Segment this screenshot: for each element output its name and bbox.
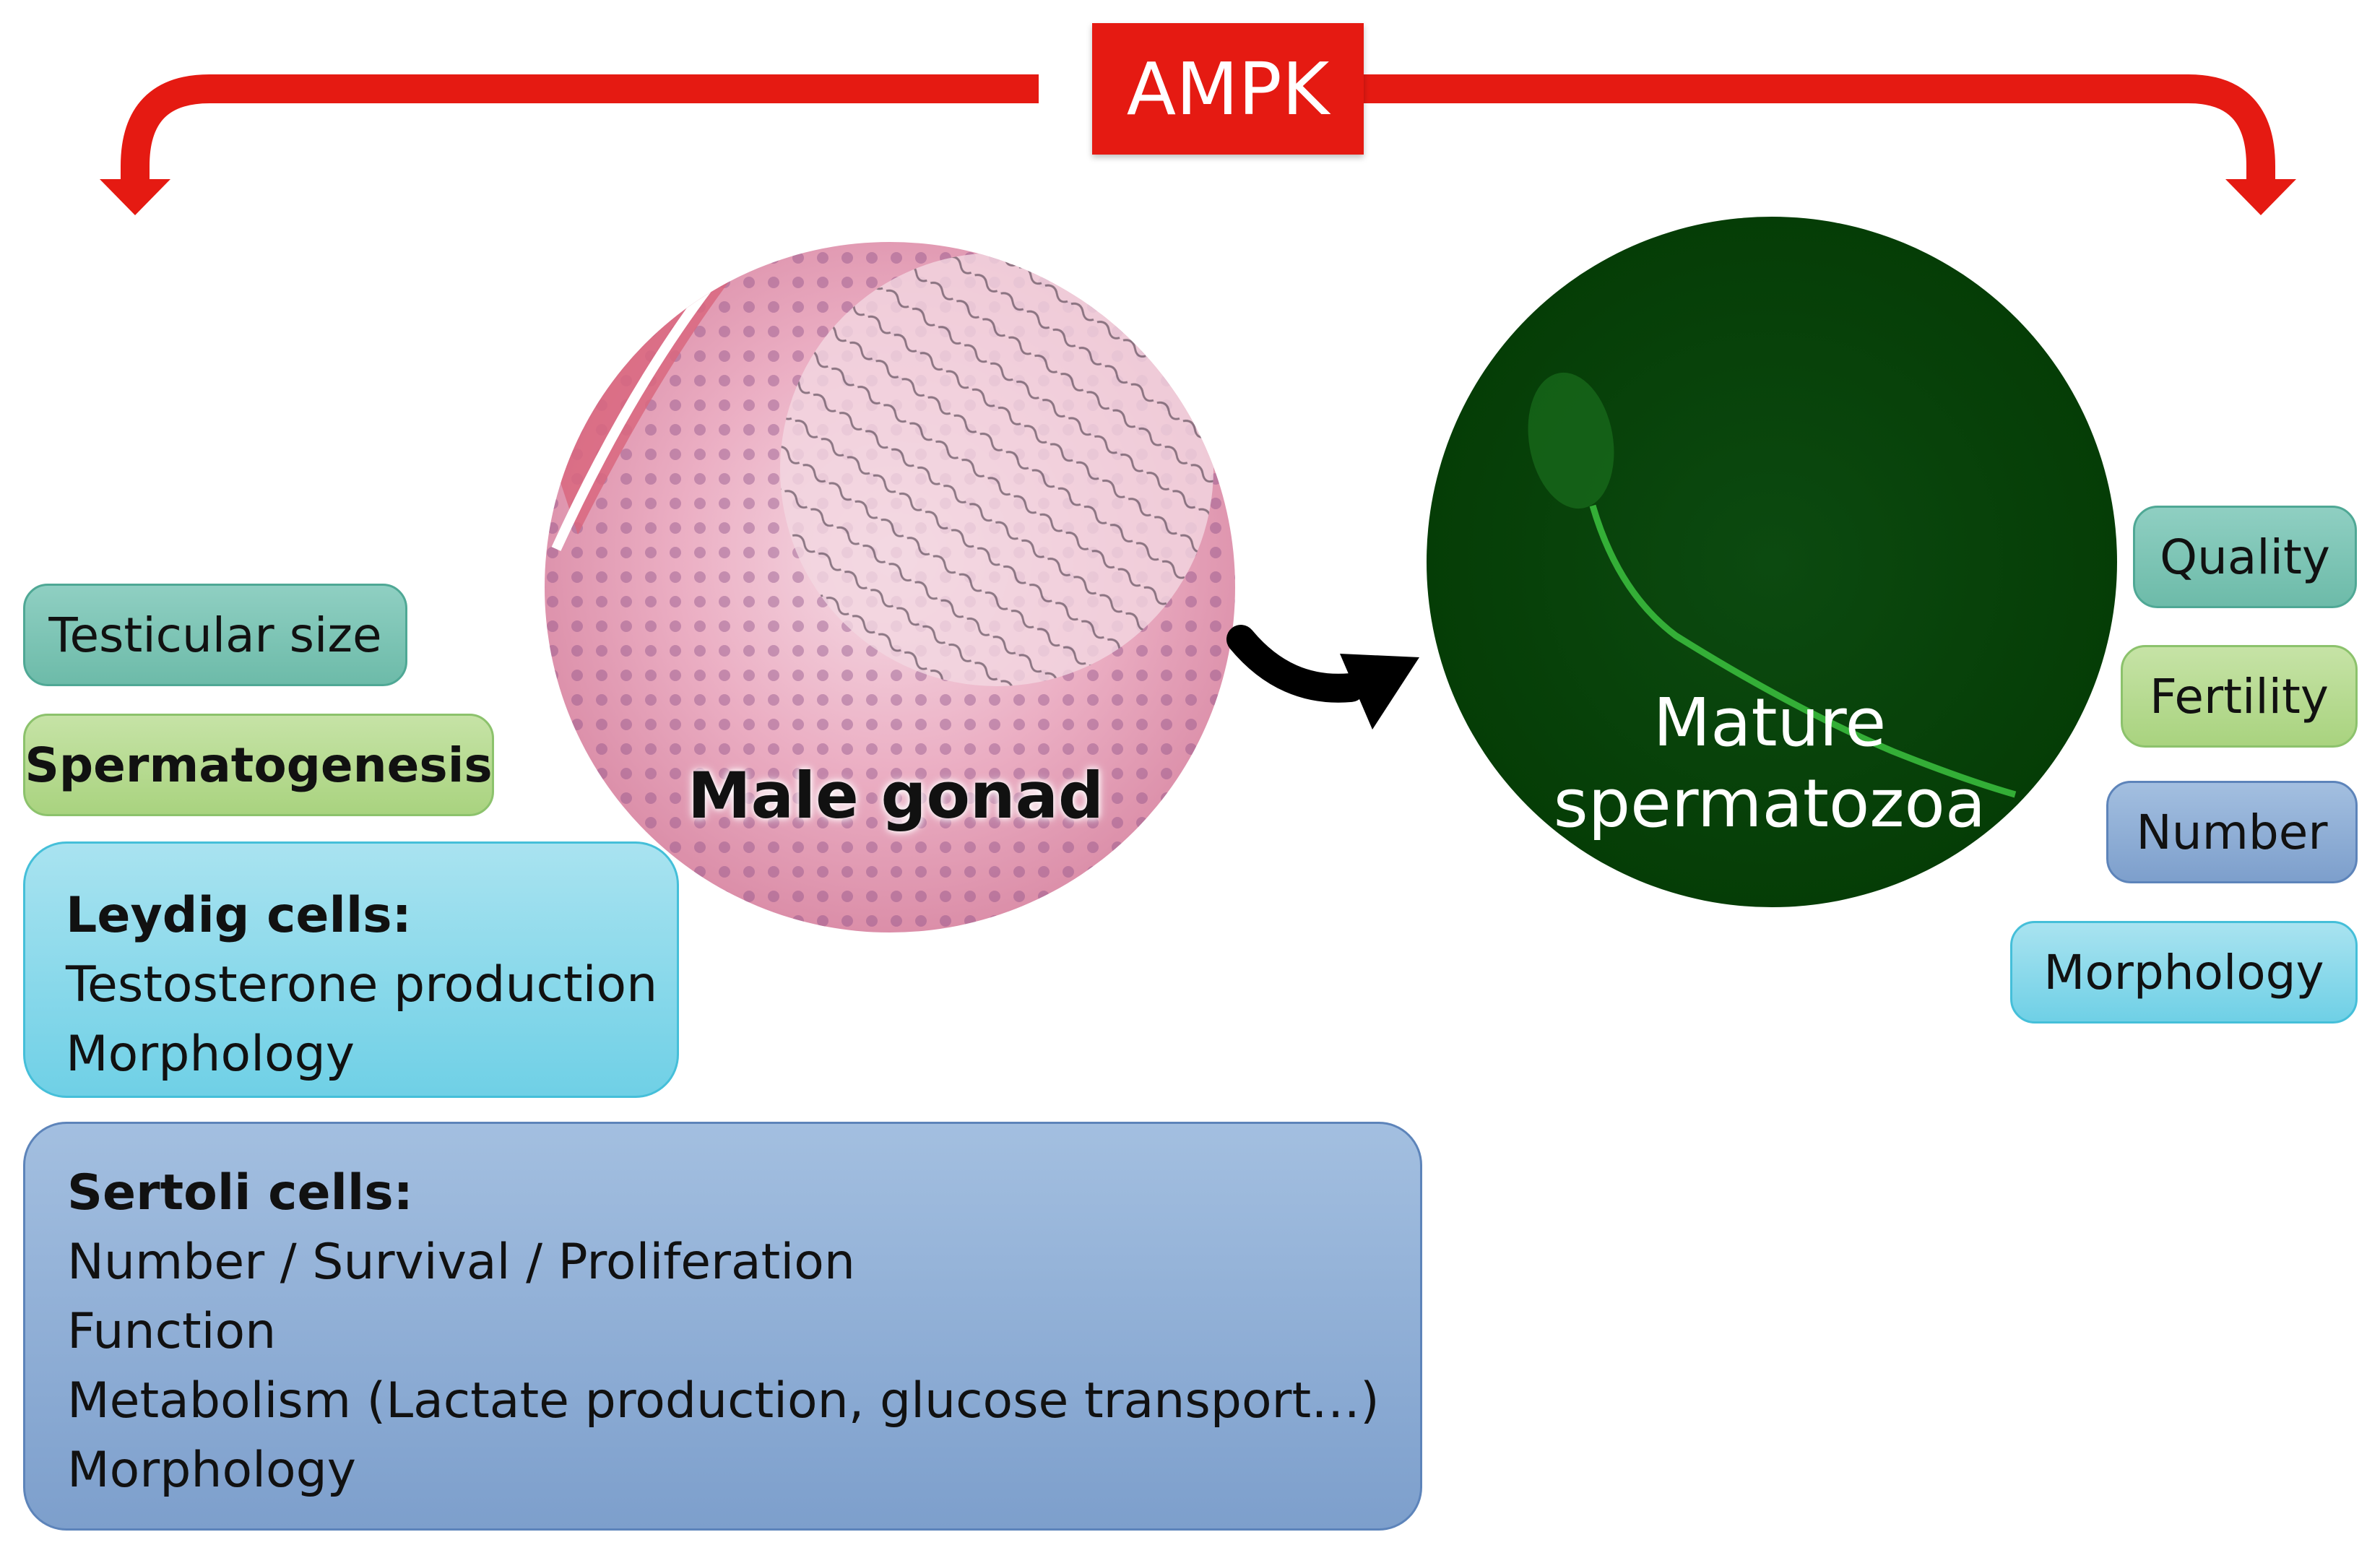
morphology-label: Morphology	[2043, 944, 2324, 1000]
quality-box: Quality	[2133, 506, 2357, 608]
fertility-label: Fertility	[2150, 668, 2329, 724]
curved-progression-arrow	[1226, 625, 1419, 730]
testicular-size-box: Testicular size	[23, 584, 407, 686]
number-box: Number	[2106, 781, 2358, 883]
male-gonad-label: Male gonad	[688, 758, 1104, 833]
male-gonad-image	[545, 242, 1235, 932]
leydig-line: Testosterone production	[66, 956, 658, 1013]
spermatozoa-label: Mature spermatozoa	[1466, 683, 2073, 844]
morphology-box: Morphology	[2010, 921, 2358, 1023]
ampk-node: AMPK	[1092, 23, 1364, 155]
spermatozoa-label-line2: spermatozoa	[1553, 765, 1986, 842]
red-branch-arrows	[100, 74, 2296, 215]
spermatogenesis-box: Spermatogenesis	[23, 714, 494, 816]
leydig-line: Morphology	[66, 1026, 355, 1083]
sertoli-cells-box: Sertoli cells: Number / Survival / Proli…	[23, 1122, 1422, 1531]
fertility-box: Fertility	[2121, 645, 2358, 748]
sertoli-line: Morphology	[67, 1442, 356, 1499]
leydig-cells-title: Leydig cells:	[66, 887, 412, 944]
leydig-cells-box: Leydig cells: Testosterone production Mo…	[23, 841, 679, 1098]
sertoli-line: Metabolism (Lactate production, glucose …	[67, 1372, 1380, 1429]
sertoli-line: Number / Survival / Proliferation	[67, 1234, 855, 1291]
quality-label: Quality	[2160, 529, 2330, 585]
spermatogenesis-label: Spermatogenesis	[25, 737, 493, 793]
sertoli-cells-title: Sertoli cells:	[67, 1164, 413, 1221]
number-label: Number	[2136, 804, 2328, 860]
spermatozoa-label-line1: Mature	[1653, 684, 1887, 761]
sertoli-line: Function	[67, 1303, 277, 1360]
testicular-size-label: Testicular size	[48, 607, 382, 663]
spermatozoa-image	[1427, 217, 2117, 907]
